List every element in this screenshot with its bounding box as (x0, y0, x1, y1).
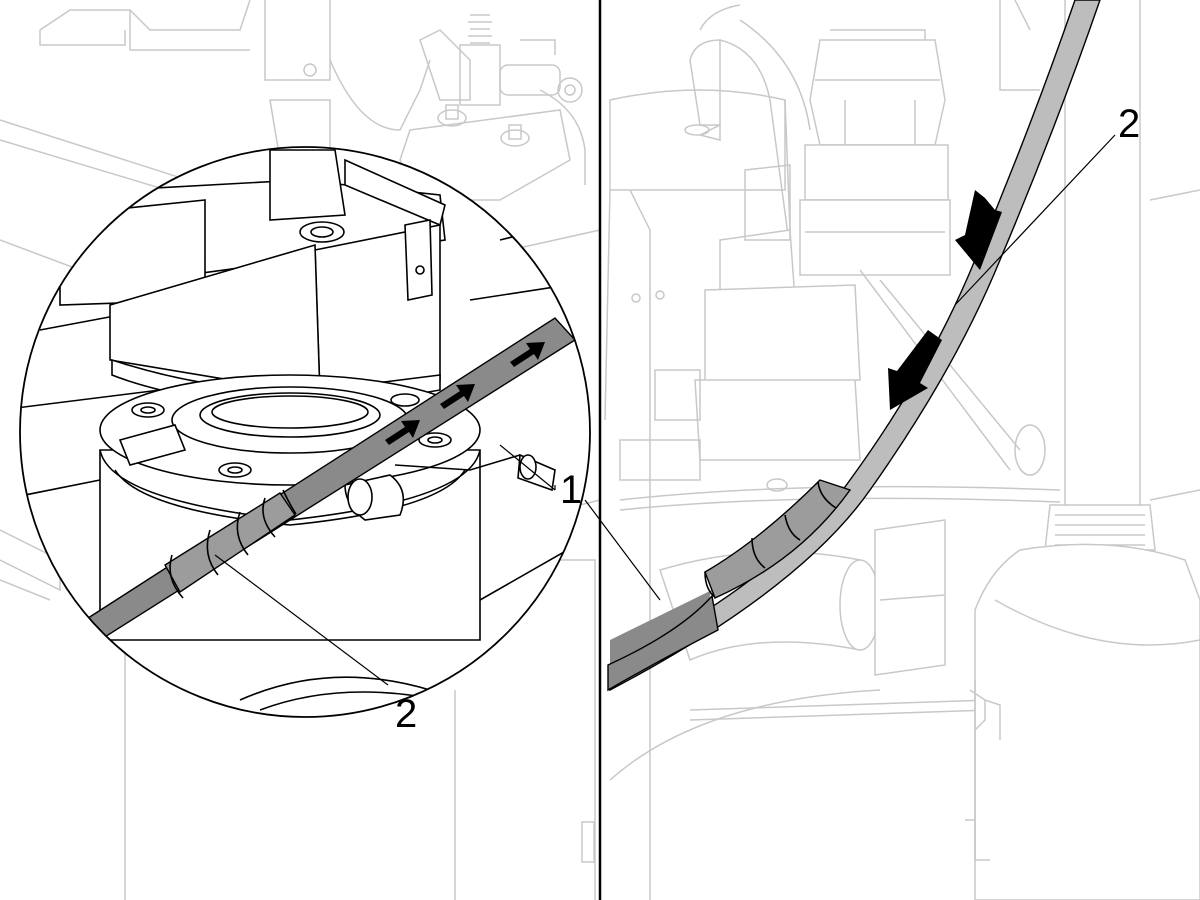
magnified-detail (19, 146, 591, 718)
spiral-wrap (164, 489, 297, 599)
direction-arrows-down-left (888, 190, 1002, 410)
callout-2-right: 2 (1118, 102, 1140, 146)
leader-line-2-left (214, 554, 389, 686)
leader-line-1 (499, 444, 556, 491)
right-panel: 2 (584, 0, 1200, 900)
flange-bolts (131, 393, 452, 478)
left-background-machinery (0, 0, 601, 900)
left-panel: 1 2 (0, 0, 601, 900)
leader-line-1-right (584, 499, 661, 601)
direction-arrows-up-right (385, 342, 545, 445)
leader-line-2-right (954, 134, 1116, 306)
callout-1: 1 (560, 468, 582, 512)
callout-2-left: 2 (395, 692, 417, 736)
spiral-wrap-right (704, 479, 852, 599)
cable-right (607, 0, 1101, 692)
right-background-machinery (604, 0, 1200, 900)
